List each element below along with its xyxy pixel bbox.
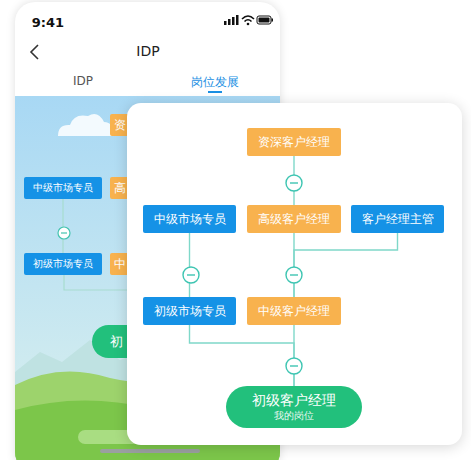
position-name: 客户经理主管: [362, 212, 434, 226]
back-chevron: [31, 45, 38, 59]
position-box: 客户经理主管: [351, 205, 444, 233]
position-name: 初: [110, 334, 123, 350]
minus-toggle: [183, 267, 199, 283]
tab-underline: [208, 91, 222, 93]
screen-label: IDP: [118, 43, 178, 59]
cloud: [58, 114, 114, 136]
merge-line: [64, 274, 130, 290]
position-box: 初级市场专员: [143, 297, 236, 325]
position-name: 资深客户经理: [258, 135, 330, 149]
position-name: 初级市场专员: [33, 258, 93, 270]
minus-toggle: [286, 175, 302, 191]
screen-label: 岗位发展: [180, 74, 250, 91]
current-position-pill: 初级客户经理我的岗位: [226, 386, 362, 428]
position-box: 中级市场专员: [24, 177, 102, 199]
position-name: 初级市场专员: [154, 304, 226, 318]
career-connector: [190, 325, 295, 386]
position-name: 中级市场专员: [154, 212, 226, 226]
position-box: 资深客户经理: [247, 128, 341, 156]
position-name: 中: [114, 257, 126, 271]
career-connector: [62, 199, 63, 253]
position-box: 高级客户经理: [247, 205, 341, 233]
home-indicator: [100, 449, 200, 453]
position-name: 中级市场专员: [33, 182, 93, 194]
position-name: 中级客户经理: [258, 304, 330, 318]
position-name: 资: [114, 118, 126, 132]
minus-toggle: [286, 267, 302, 283]
position-name: 高级客户经理: [258, 212, 330, 226]
career-connector: [294, 233, 398, 297]
position-note: 我的岗位: [274, 409, 314, 422]
position-box: 中级市场专员: [143, 205, 236, 233]
position-box: 中级客户经理: [247, 297, 341, 325]
position-box: 初级市场专员: [24, 253, 102, 275]
minus-toggle: [286, 358, 302, 374]
career-connector: [189, 233, 190, 297]
minus-toggle: [58, 227, 70, 239]
position-name: 高: [114, 181, 126, 195]
status-icons: [224, 15, 273, 25]
position-name: 初级客户经理: [252, 392, 336, 409]
screen-label: IDP: [58, 74, 108, 88]
screen-label: 9:41: [24, 15, 72, 30]
